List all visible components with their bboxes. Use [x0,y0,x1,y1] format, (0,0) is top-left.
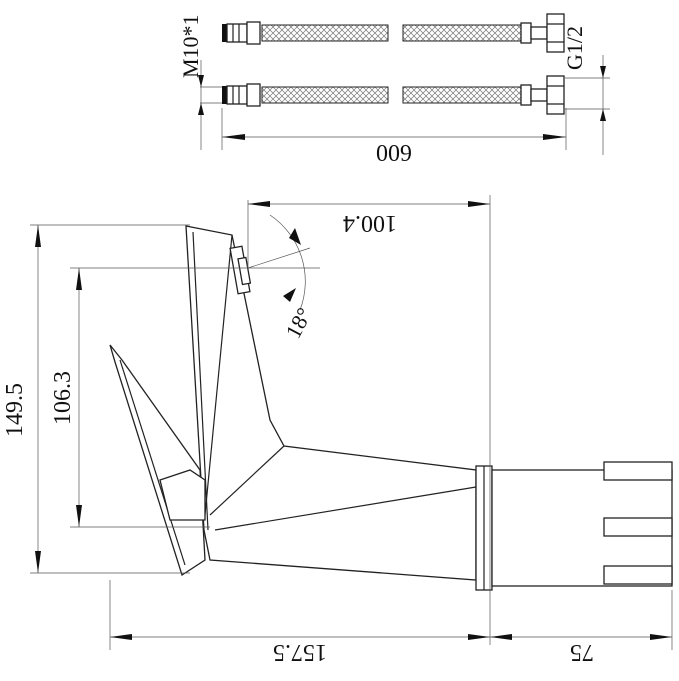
faucet-dimensions [30,195,673,650]
spout-angle-label: 18° [280,303,317,342]
hose-bottom [222,75,565,115]
connector-size-label: G1/2 [562,26,587,70]
spout-height-label: 106.3 [50,371,76,425]
spout-reach-label: 100.4 [343,210,397,236]
thread-size-label: M10*1 [178,14,203,78]
base-length-label: 75 [570,639,594,665]
total-height-label: 149.5 [2,383,28,437]
body-length-label: 157.5 [273,639,327,665]
hose-dimensions [198,55,610,155]
hose-length-label: 600 [376,139,412,165]
faucet-body [109,225,673,591]
hose-top [222,13,565,53]
